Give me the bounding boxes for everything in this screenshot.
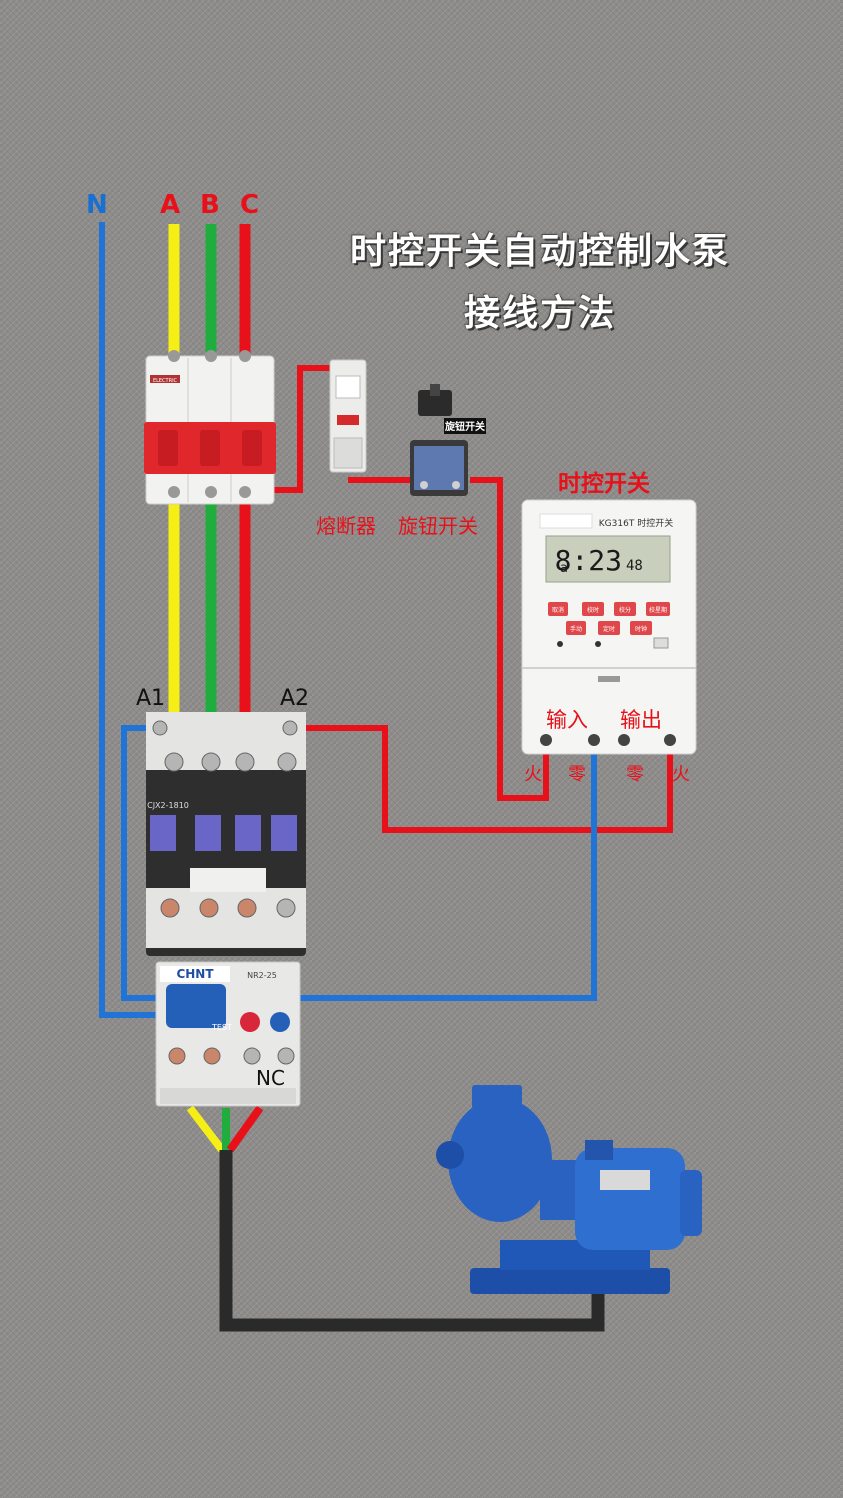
timer-button-week [646,602,670,616]
timer-input-label: 输入 [546,708,588,732]
contactor-model: CJX2-1810 [147,801,189,810]
wire-a1-nc [121,725,597,1001]
coil-a2-label: A2 [280,686,310,711]
timer-terminal-4 [664,734,676,746]
relay-test: TEST [211,1023,232,1032]
timer-terminal-1 [540,734,552,746]
nc-label: NC [256,1066,285,1090]
timer-button-hour [582,602,604,616]
relay-model: NR2-25 [247,971,277,980]
coil-a1-label: A1 [136,686,166,711]
wire-timer-a2 [290,725,673,833]
diagram-title-line1: 时控开关自动控制水泵 [349,231,730,272]
timer-switch: KG316T 时控开关 8:23 48 a 取消 校时 校分 校星期 手动 定时… [521,499,697,755]
timer-button-label-5: 手动 [570,625,582,633]
timer-model: KG316T 时控开关 [599,517,673,529]
wire-knob-timer [470,477,549,801]
phase-b-label: B [200,190,220,220]
timer-heading: 时控开关 [558,471,650,497]
knob-tag: 旋钮开关 [444,420,485,433]
fuse [329,359,367,473]
svg-text:a: a [560,561,568,576]
timer-button-label-4: 校星期 [649,606,667,614]
timer-output-label: 输出 [620,708,662,732]
terminal-neutral-in: 零 [568,764,586,785]
timer-button-label-6: 定时 [603,625,615,633]
relay-brand: CHNT [176,967,214,981]
terminal-live-in: 火 [524,764,542,785]
timer-button-label-7: 时钟 [635,625,647,633]
knob-switch: 旋钮开关 [410,384,486,496]
contactor: CJX2-1810 [146,712,306,956]
timer-button-minute [614,602,636,616]
timer-button-timer [598,621,620,635]
wire-out-yellow [186,1105,226,1153]
circuit-breaker: ELECTRIC [144,350,276,505]
timer-button-cancel [548,602,568,616]
wire-out-red [226,1105,264,1153]
timer-terminal-2 [588,734,600,746]
terminal-live-out: 火 [672,764,690,785]
timer-button-label-2: 校时 [587,606,599,614]
phase-c-label: C [240,190,260,220]
thermal-relay: CHNT NR2-25 TEST [155,961,301,1107]
diagram-title-line2: 接线方法 [463,293,616,334]
breaker-brand: ELECTRIC [153,378,178,384]
phase-a-label: A [160,190,181,220]
timer-display-time: 8:23 [555,544,622,577]
timer-button-manual [566,621,586,635]
phase-n-label: N [86,190,108,220]
fuse-label: 熔断器 [316,514,376,538]
timer-button-clock [630,621,652,635]
terminal-neutral-out: 零 [626,764,644,785]
timer-buttons: 取消 校时 校分 校星期 手动 定时 时钟 [548,602,670,635]
timer-button-label-1: 取消 [552,606,564,614]
water-pump [436,1085,702,1294]
timer-button-label-3: 校分 [619,606,631,614]
knob-switch-label: 旋钮开关 [398,514,478,538]
timer-display-seconds: 48 [626,558,643,574]
timer-terminal-3 [618,734,630,746]
